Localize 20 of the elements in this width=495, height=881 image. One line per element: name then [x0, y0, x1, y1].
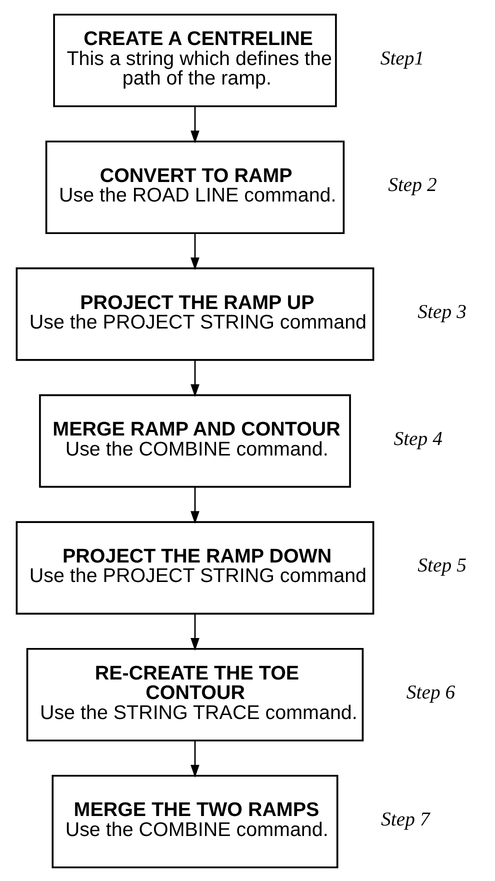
arrow — [190, 614, 200, 650]
arrow — [190, 232, 200, 270]
node-box: CREATE A CENTRELINE This a string which defines the path of the ramp. — [53, 13, 337, 107]
arrow — [190, 106, 200, 143]
node-box: CONVERT TO RAMP Use the ROAD LINE command. — [45, 140, 345, 234]
arrow — [190, 740, 200, 778]
node-label: Step 7 — [381, 808, 430, 830]
node-label: Step 2 — [388, 174, 437, 196]
node-label: Step 6 — [406, 681, 456, 704]
node-box: PROJECT THE RAMP DOWN Use the PROJECT STRING command — [16, 520, 374, 614]
node-box: RE-CREATE THE TOE CONTOUR Use the STRING TRACE command. — [26, 647, 364, 741]
node-box: PROJECT THE RAMP UP Use the PROJECT STRING command — [16, 266, 374, 360]
node-label: Step 5 — [418, 554, 466, 576]
node-box: MERGE THE TWO RAMPS Use the COMBINE command. — [52, 774, 338, 868]
node-label: Step 4 — [394, 427, 442, 450]
arrow — [190, 360, 200, 397]
node-label: Step1 — [380, 46, 424, 69]
node-label: Step 3 — [418, 300, 466, 322]
arrow — [190, 486, 200, 524]
node-box: MERGE RAMP AND CONTOUR Use the COMBINE command. — [39, 394, 351, 488]
